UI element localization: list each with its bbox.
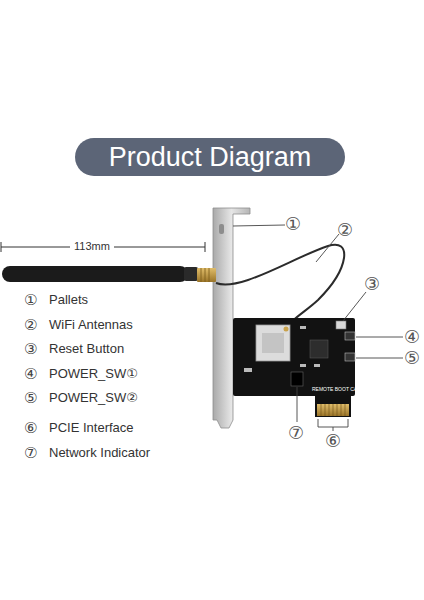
sma-connector bbox=[197, 268, 216, 282]
pcie-edge bbox=[315, 395, 351, 417]
finger-gap bbox=[321, 404, 322, 416]
dimension-line bbox=[114, 247, 205, 248]
callout-number: ③ bbox=[364, 273, 380, 295]
legend-number: ② bbox=[24, 316, 37, 334]
title-pill: Product Diagram bbox=[75, 138, 345, 176]
part-name: POWER_SW② bbox=[49, 390, 138, 406]
part-name: Network Indicator bbox=[49, 445, 150, 461]
module-shield bbox=[262, 333, 284, 353]
part-name: Pallets bbox=[49, 292, 88, 308]
connector-ridge bbox=[205, 268, 206, 282]
part-name: POWER_SW① bbox=[49, 366, 138, 382]
leader-line bbox=[343, 292, 366, 321]
ufl-connector bbox=[284, 327, 289, 332]
diagram-title: Product Diagram bbox=[109, 142, 312, 173]
smd-part bbox=[300, 364, 306, 367]
leader-line bbox=[233, 225, 285, 226]
connector-ridge bbox=[209, 268, 210, 282]
bracket-line bbox=[318, 419, 348, 427]
wifi-module bbox=[256, 325, 290, 361]
finger-gap bbox=[325, 404, 326, 416]
antenna-cable bbox=[216, 245, 344, 330]
antenna-hinge bbox=[184, 267, 198, 281]
pcb-board bbox=[233, 318, 355, 396]
finger-gap bbox=[345, 404, 346, 416]
bracket-slot bbox=[219, 224, 224, 234]
callout-number: ⑤ bbox=[404, 347, 420, 369]
legend-number: ⑤ bbox=[24, 389, 37, 407]
antenna-rod bbox=[2, 266, 188, 282]
part-name: Reset Button bbox=[49, 341, 124, 357]
reset-button bbox=[336, 321, 346, 329]
callout-number: ① bbox=[285, 213, 301, 235]
callout-number: ⑦ bbox=[288, 422, 304, 444]
legend-number: ③ bbox=[24, 340, 37, 358]
smd-part bbox=[300, 326, 306, 329]
smd-part bbox=[314, 364, 320, 367]
finger-gap bbox=[337, 404, 338, 416]
header-pins bbox=[345, 353, 355, 361]
header-pins bbox=[345, 332, 355, 340]
part-name: PCIE Interface bbox=[49, 420, 134, 436]
leader-line bbox=[297, 387, 298, 422]
leader-line bbox=[356, 358, 403, 359]
callout-number: ④ bbox=[404, 326, 420, 348]
connector-ridge bbox=[201, 268, 202, 282]
finger-gap bbox=[341, 404, 342, 416]
chip bbox=[310, 340, 328, 358]
finger-gap bbox=[333, 404, 334, 416]
callout-number: ⑥ bbox=[325, 430, 341, 452]
legend-number: ① bbox=[24, 291, 37, 309]
leader-line bbox=[356, 337, 403, 338]
callout-number: ② bbox=[337, 219, 353, 241]
legend-number: ⑥ bbox=[24, 419, 37, 437]
dimension-label: 113mm bbox=[72, 240, 112, 253]
part-name: WiFi Antennas bbox=[49, 317, 133, 333]
dimension-line bbox=[1, 247, 70, 248]
smd-part bbox=[244, 368, 252, 372]
dimension-tick bbox=[205, 242, 206, 252]
network-indicator bbox=[291, 372, 303, 386]
board-print: REMOTE BOOT CARD bbox=[312, 386, 364, 392]
legend-number: ④ bbox=[24, 365, 37, 383]
finger-gap bbox=[329, 404, 330, 416]
dimension-tick bbox=[1, 242, 2, 252]
leader-line bbox=[316, 234, 339, 262]
legend-number: ⑦ bbox=[24, 444, 37, 462]
pcie-fingers bbox=[317, 404, 349, 416]
